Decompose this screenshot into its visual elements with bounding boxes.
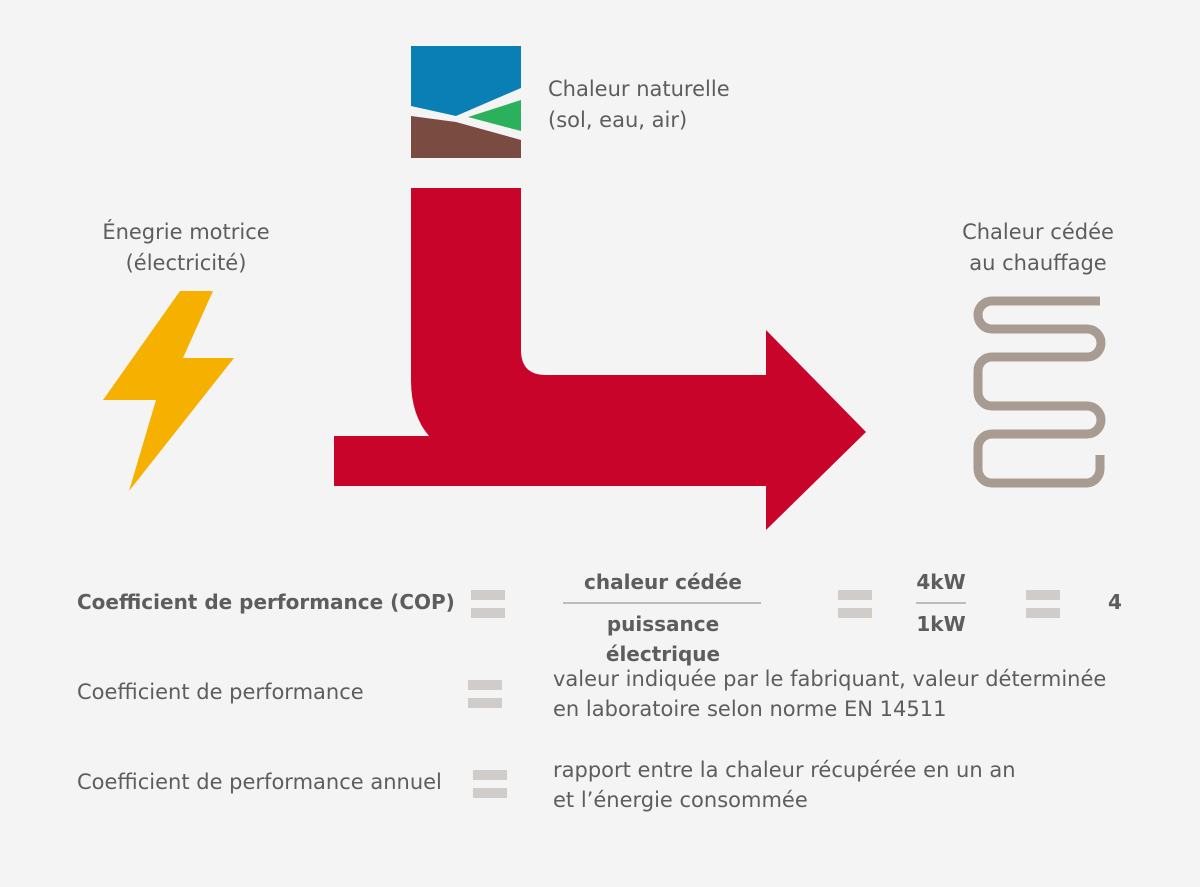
equals-sign: [1026, 590, 1060, 618]
flow-arrow: [334, 188, 866, 530]
equals-sign: [468, 680, 502, 708]
heat-output-line1: Chaleur cédée: [962, 220, 1114, 244]
fraction-bar: [916, 602, 966, 604]
natural-heat-line1: Chaleur naturelle: [548, 77, 730, 101]
cop-result: 4: [1108, 590, 1122, 614]
fraction-definition: chaleur cédée puissance électrique: [553, 567, 773, 669]
definition-line1: valeur indiquée par le fabriquant, valeu…: [553, 667, 1107, 691]
drive-energy-line1: Énegrie motrice: [102, 220, 270, 244]
heat-pump-diagram: [103, 46, 1106, 530]
cop-label: Coefficient de performance (COP): [77, 590, 455, 614]
heat-output-line2: au chauffage: [969, 251, 1107, 275]
definition-term: Coefficient de performance annuel: [77, 770, 442, 794]
fraction-numerator: chaleur cédée: [584, 570, 742, 594]
natural-heat-label: Chaleur naturelle (sol, eau, air): [548, 74, 730, 136]
equals-sign: [838, 590, 872, 618]
fraction-denominator: 1kW: [916, 612, 966, 636]
fraction-numerator: 4kW: [916, 570, 966, 594]
drive-energy-label: Énegrie motrice (électricité): [86, 217, 286, 279]
heat-output-label: Chaleur cédée au chauffage: [940, 217, 1136, 279]
fraction-bar: [563, 602, 761, 604]
equals-sign: [473, 770, 507, 798]
definition-line2: en laboratoire selon norme EN 14511: [553, 697, 947, 721]
drive-energy-line2: (électricité): [125, 251, 247, 275]
natural-heat-line2: (sol, eau, air): [548, 108, 688, 132]
fraction-denominator: puissance électrique: [605, 612, 721, 666]
definition-term: Coefficient de performance: [77, 680, 364, 704]
definition-line1: rapport entre la chaleur récupérée en un…: [553, 758, 1016, 782]
definition-description: valeur indiquée par le fabriquant, valeu…: [553, 664, 1106, 724]
definition-description: rapport entre la chaleur récupérée en un…: [553, 755, 1016, 815]
equals-sign: [471, 590, 505, 618]
ground-water-air-icon: [411, 46, 521, 158]
definition-line2: et l’énergie consommée: [553, 788, 808, 812]
radiator-coil-icon: [973, 296, 1106, 488]
lightning-icon: [103, 291, 234, 491]
fraction-values: 4kW 1kW: [912, 567, 970, 639]
